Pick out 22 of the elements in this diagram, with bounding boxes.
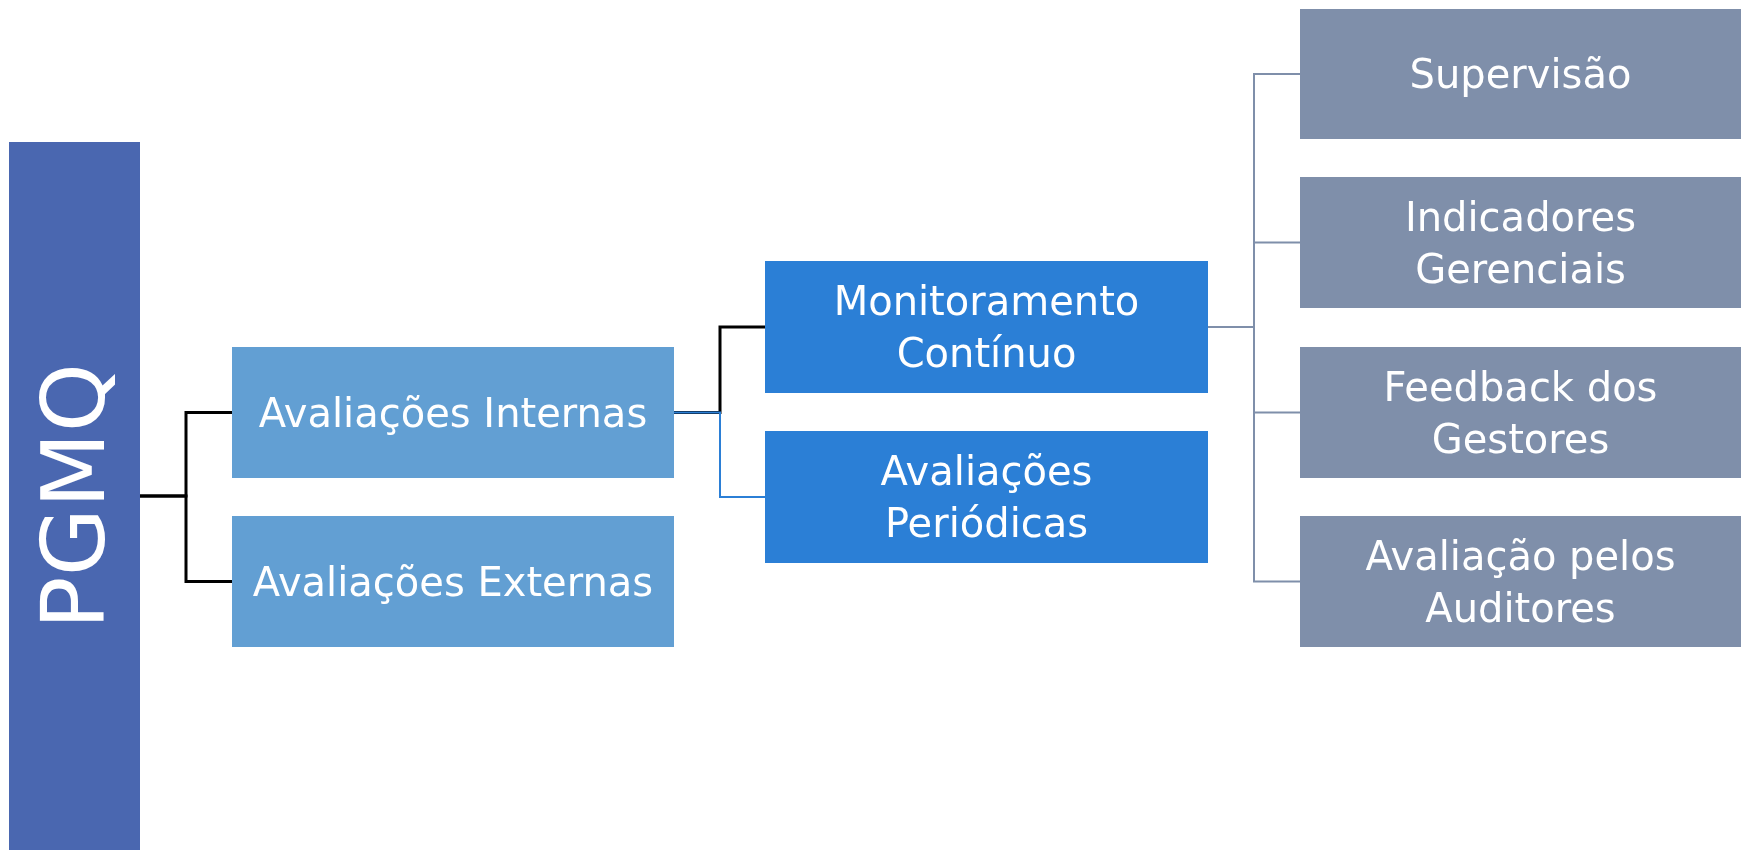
- connector-line: [140, 494, 232, 583]
- connector-line: [674, 325, 765, 414]
- category-box: [1300, 516, 1741, 647]
- box-label: Feedback dos Gestores: [1382, 362, 1659, 464]
- box-label: Indicadores Gerenciais: [1403, 192, 1637, 294]
- category-box: [1300, 9, 1741, 139]
- category-box: [232, 347, 674, 478]
- box-label: Avaliações Internas: [257, 388, 649, 438]
- category-box: [765, 431, 1208, 563]
- box-label: PGMQ: [21, 361, 127, 632]
- vertical-title-bar: [9, 142, 140, 850]
- category-box: [232, 516, 674, 647]
- box-label: Avaliações Periódicas: [879, 447, 1094, 548]
- box-label: Avaliações Externas: [251, 557, 655, 607]
- box-label: Monitoramento Contínuo: [832, 277, 1141, 378]
- category-box: [1300, 347, 1741, 478]
- category-box: [765, 261, 1208, 393]
- box-label: Supervisão: [1408, 50, 1633, 99]
- box-label: Avaliação pelos Auditores: [1364, 531, 1677, 633]
- connector-line: [1207, 326, 1301, 583]
- category-box: [1300, 177, 1741, 308]
- connector-line: [673, 411, 766, 498]
